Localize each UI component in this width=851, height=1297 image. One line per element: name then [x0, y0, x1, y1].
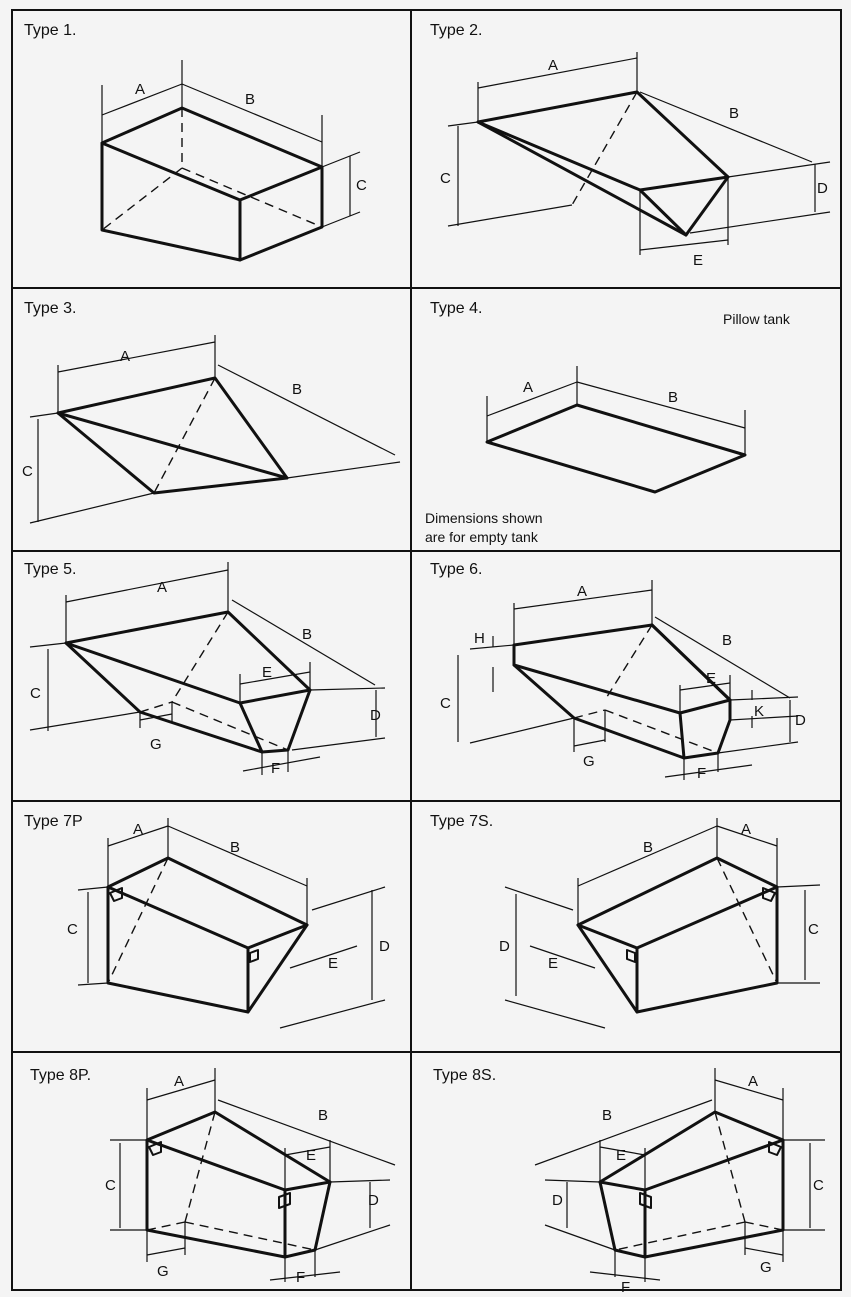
- dimension-label-g: G: [150, 736, 162, 753]
- dimension-label-b: B: [230, 839, 240, 856]
- tank-drawing: [485, 366, 747, 494]
- tank-drawing: [29, 562, 386, 775]
- dimension-label-d: D: [817, 180, 828, 197]
- grid-frame: [11, 9, 842, 1291]
- dimension-label-c: C: [67, 921, 78, 938]
- panel-title: Type 3.: [24, 300, 76, 317]
- panel-title: Type 7S.: [430, 813, 493, 830]
- dimension-label-a: A: [120, 348, 130, 365]
- empty-tank-note-line2: are for empty tank: [425, 529, 539, 545]
- panel-type-1: Type 1. A B C: [24, 22, 367, 262]
- dimension-label-b: B: [722, 632, 732, 649]
- dimension-label-k: K: [754, 703, 764, 720]
- panel-type-4: Type 4. Pillow tank A B Dimensions shown…: [425, 300, 791, 545]
- tank-drawing: [504, 818, 821, 1029]
- dimension-label-c: C: [30, 685, 41, 702]
- panel-title: Type 6.: [430, 561, 482, 578]
- dimension-label-b: B: [318, 1107, 328, 1124]
- dimension-label-b: B: [729, 105, 739, 122]
- dimension-label-c: C: [808, 921, 819, 938]
- tank-drawing: [534, 1068, 825, 1282]
- dimension-label-g: G: [760, 1259, 772, 1276]
- dimension-label-b: B: [643, 839, 653, 856]
- dimension-label-e: E: [262, 664, 272, 681]
- dimension-label-b: B: [292, 381, 302, 398]
- panel-type-3: Type 3. A B C: [22, 300, 401, 524]
- dimension-label-a: A: [741, 821, 751, 838]
- panel-title: Type 5.: [24, 561, 76, 578]
- tank-drawing: [77, 818, 386, 1029]
- panel-title: Type 4.: [430, 300, 482, 317]
- dimension-label-d: D: [368, 1192, 379, 1209]
- dimension-label-b: B: [302, 626, 312, 643]
- dimension-label-b: B: [668, 389, 678, 406]
- dimension-label-c: C: [356, 177, 367, 194]
- dimension-label-c: C: [105, 1177, 116, 1194]
- tank-drawing: [100, 60, 361, 262]
- panel-type-8p: Type 8P.: [30, 1067, 396, 1286]
- tank-drawing: [110, 1068, 396, 1282]
- dimension-label-a: A: [157, 579, 167, 596]
- dimension-label-e: E: [706, 670, 716, 687]
- dimension-label-a: A: [135, 81, 145, 98]
- dimension-label-f: F: [271, 760, 280, 777]
- pillow-tank-label: Pillow tank: [723, 311, 791, 327]
- dimension-label-f: F: [697, 765, 706, 782]
- tank-drawing: [29, 335, 401, 524]
- dimension-label-a: A: [133, 821, 143, 838]
- dimension-label-h: H: [474, 630, 485, 647]
- panel-type-8s: Type 8S.: [433, 1067, 825, 1296]
- dimension-label-c: C: [440, 695, 451, 712]
- panel-title: Type 7P: [24, 813, 83, 830]
- dimension-label-d: D: [370, 707, 381, 724]
- dimension-label-f: F: [296, 1269, 305, 1286]
- tank-drawing: [447, 52, 831, 255]
- dimension-label-c: C: [813, 1177, 824, 1194]
- panel-title: Type 2.: [430, 22, 482, 39]
- dimension-label-d: D: [795, 712, 806, 729]
- panel-type-6: Type 6.: [430, 561, 806, 782]
- panel-type-7p: Type 7P A B C D E: [24, 813, 390, 1029]
- dimension-label-a: A: [523, 379, 533, 396]
- panel-title: Type 8P.: [30, 1067, 91, 1084]
- dimension-label-d: D: [379, 938, 390, 955]
- dimension-label-c: C: [22, 463, 33, 480]
- panel-type-5: Type 5. A: [24, 561, 386, 777]
- panel-title: Type 1.: [24, 22, 76, 39]
- dimension-label-e: E: [616, 1147, 626, 1164]
- tank-drawing: [457, 580, 799, 780]
- dimension-label-e: E: [548, 955, 558, 972]
- dimension-label-f: F: [621, 1279, 630, 1296]
- dimension-label-g: G: [157, 1263, 169, 1280]
- dimension-label-a: A: [174, 1073, 184, 1090]
- panel-type-7s: Type 7S. A B C D E: [430, 813, 821, 1029]
- dimension-label-a: A: [748, 1073, 758, 1090]
- empty-tank-note-line1: Dimensions shown: [425, 510, 543, 526]
- panel-type-2: Type 2. A B C D E: [430, 22, 831, 269]
- dimension-label-e: E: [693, 252, 703, 269]
- dimension-label-e: E: [328, 955, 338, 972]
- dimension-label-b: B: [602, 1107, 612, 1124]
- dimension-label-a: A: [577, 583, 587, 600]
- dimension-label-g: G: [583, 753, 595, 770]
- dimension-label-b: B: [245, 91, 255, 108]
- dimension-label-a: A: [548, 57, 558, 74]
- dimension-label-d: D: [552, 1192, 563, 1209]
- dimension-label-d: D: [499, 938, 510, 955]
- dimension-label-c: C: [440, 170, 451, 187]
- dimension-label-e: E: [306, 1147, 316, 1164]
- panel-title: Type 8S.: [433, 1067, 496, 1084]
